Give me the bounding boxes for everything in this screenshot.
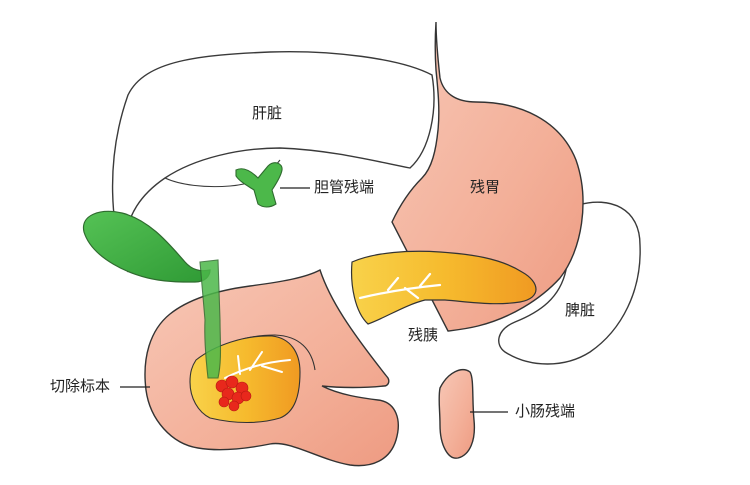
pancreas-remnant-shape [350,250,537,325]
tumor-cluster [215,375,252,412]
bile-duct-stump-shape [235,162,283,208]
label-small-intestine-stump: 小肠残端 [515,402,576,420]
label-liver: 肝脏 [252,104,283,122]
small-intestine-stump-shape [438,369,476,459]
gallbladder-shape [82,210,211,283]
pancreatic-duct [358,272,442,300]
label-spleen: 脾脏 [565,301,596,319]
label-resected-specimen: 切除标本 [50,377,111,395]
label-pancreatic-remnant: 残胰 [408,326,439,344]
label-gastric-remnant: 残胃 [470,178,501,196]
label-bile-duct-stump: 胆管残端 [314,178,375,196]
common-bile-duct [199,259,222,379]
liver-outline [111,51,435,273]
specimen-duct-vessels [224,351,291,379]
